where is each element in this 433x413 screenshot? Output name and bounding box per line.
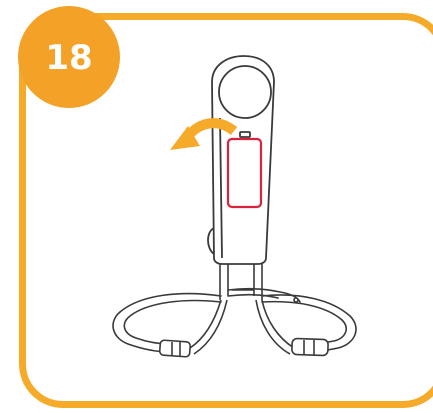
right-earbud (255, 299, 329, 357)
left-earbud (158, 299, 228, 358)
step-badge: 18 (18, 6, 120, 108)
neckband-device-icon (207, 55, 275, 265)
neckband-loop (112, 287, 357, 353)
battery-door-highlight (226, 137, 263, 209)
curved-arrow-left-icon (170, 118, 238, 150)
step-number: 18 (45, 38, 93, 78)
